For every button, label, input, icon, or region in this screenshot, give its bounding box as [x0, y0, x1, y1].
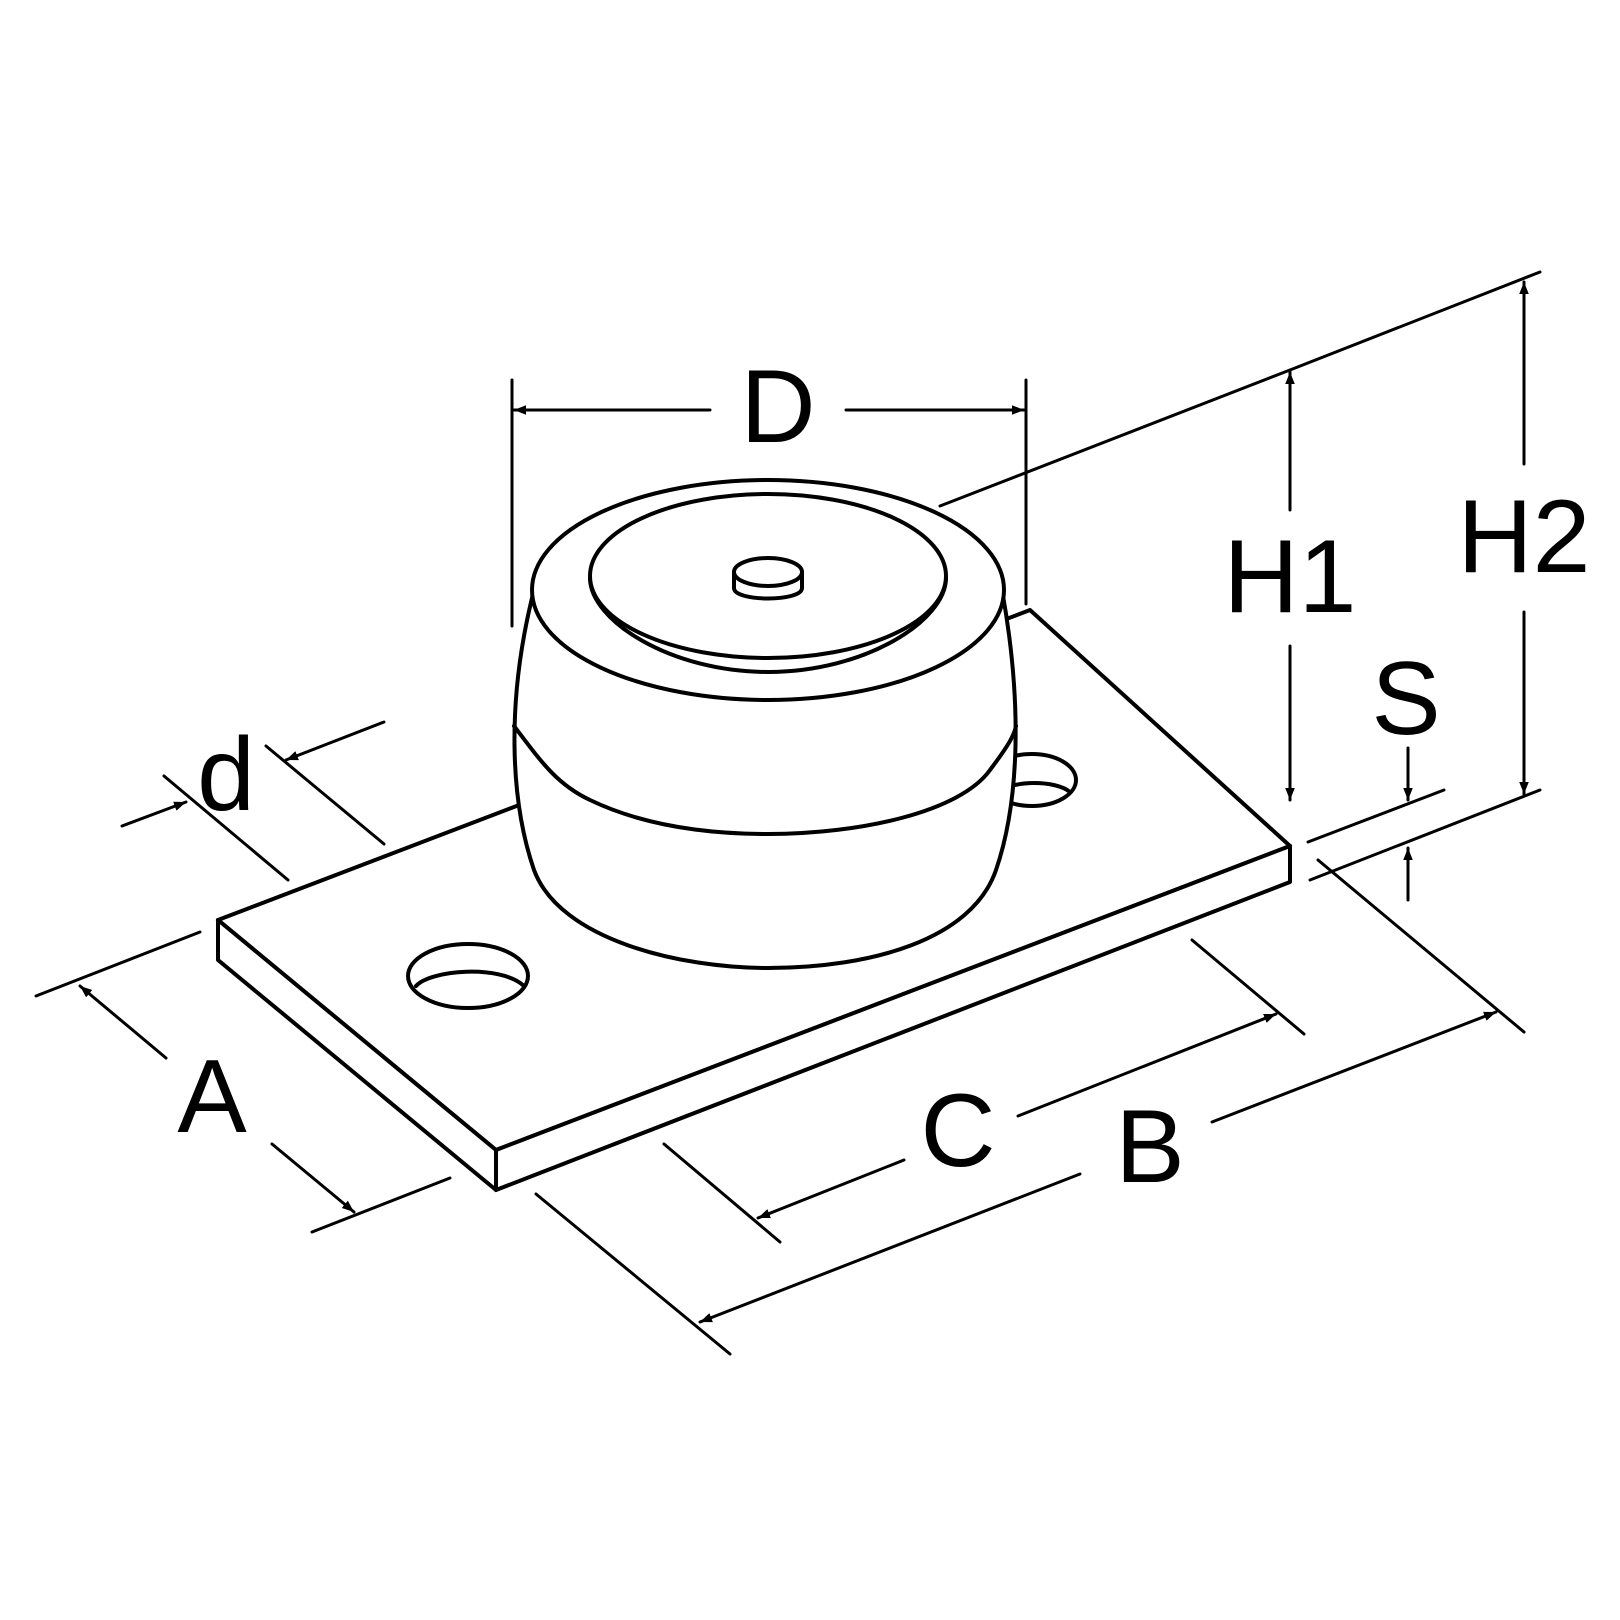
dimension-H2: H2	[1288, 270, 1591, 882]
dimension-D: D	[510, 349, 1028, 628]
center-stud	[732, 556, 804, 601]
mounting-hole-front	[406, 942, 530, 1010]
label-C: C	[920, 1073, 995, 1189]
base-plate-right-edge	[494, 844, 1292, 1192]
dimension-B: B	[534, 858, 1526, 1356]
dimension-H1: H1	[938, 368, 1357, 802]
label-d: d	[197, 717, 255, 833]
label-D: D	[740, 349, 815, 465]
label-A: A	[177, 1039, 247, 1155]
label-H1: H1	[1224, 519, 1357, 635]
dimension-d: d	[120, 717, 386, 882]
label-B: B	[1115, 1089, 1184, 1205]
dimension-C: C	[662, 938, 1306, 1244]
isolator-body	[512, 478, 1018, 970]
dimension-A: A	[34, 930, 452, 1234]
top-cup-rim	[588, 576, 948, 674]
label-S: S	[1371, 641, 1440, 757]
label-H2: H2	[1458, 479, 1591, 595]
rubber-waist-line	[512, 724, 1018, 836]
dimension-S: S	[1306, 641, 1446, 902]
